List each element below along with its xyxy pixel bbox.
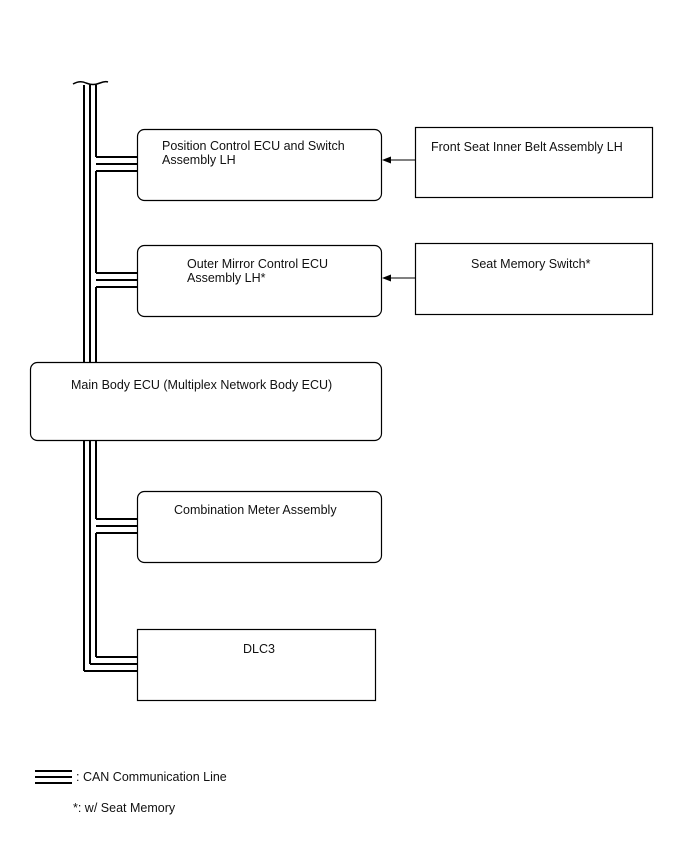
main-body-ecu-label: Main Body ECU (Multiplex Network Body EC…	[71, 378, 332, 392]
front-seat-inner-belt-label: Front Seat Inner Belt Assembly LH	[431, 140, 623, 154]
position-control-ecu-label-line2: Assembly LH	[162, 153, 236, 167]
position-control-ecu-label-line1: Position Control ECU and Switch	[162, 139, 345, 153]
bus-break-mark	[72, 80, 109, 86]
combination-meter-label: Combination Meter Assembly	[174, 503, 337, 517]
can-bus-lower	[83, 441, 97, 671]
position-control-ecu-box: Position Control ECU and Switch Assembly…	[136, 128, 383, 202]
legend-can-line-text: : CAN Communication Line	[76, 770, 227, 784]
legend-can-line-symbol	[35, 770, 72, 784]
arrow-belt-to-position-ecu	[382, 156, 415, 164]
legend-footnote: *: w/ Seat Memory	[73, 801, 176, 815]
dlc3-label: DLC3	[243, 642, 275, 656]
can-branch-outer-mirror	[96, 272, 137, 288]
outer-mirror-control-ecu-label-line2: Assembly LH*	[187, 271, 266, 285]
outer-mirror-control-ecu-box: Outer Mirror Control ECU Assembly LH*	[136, 244, 383, 318]
seat-memory-switch-box: Seat Memory Switch*	[414, 242, 654, 316]
main-body-ecu-box: Main Body ECU (Multiplex Network Body EC…	[29, 361, 383, 442]
can-branch-position-control	[96, 156, 137, 172]
dlc3-box: DLC3	[136, 628, 377, 702]
can-branch-combination-meter	[96, 518, 137, 534]
combination-meter-box: Combination Meter Assembly	[136, 490, 383, 564]
seat-memory-switch-label: Seat Memory Switch*	[471, 257, 591, 271]
arrow-seat-memory-to-mirror-ecu	[382, 274, 415, 282]
front-seat-inner-belt-box: Front Seat Inner Belt Assembly LH	[414, 126, 654, 199]
can-bus-upper	[83, 85, 97, 362]
outer-mirror-control-ecu-label-line1: Outer Mirror Control ECU	[187, 257, 328, 271]
can-branch-dlc3	[84, 656, 137, 672]
